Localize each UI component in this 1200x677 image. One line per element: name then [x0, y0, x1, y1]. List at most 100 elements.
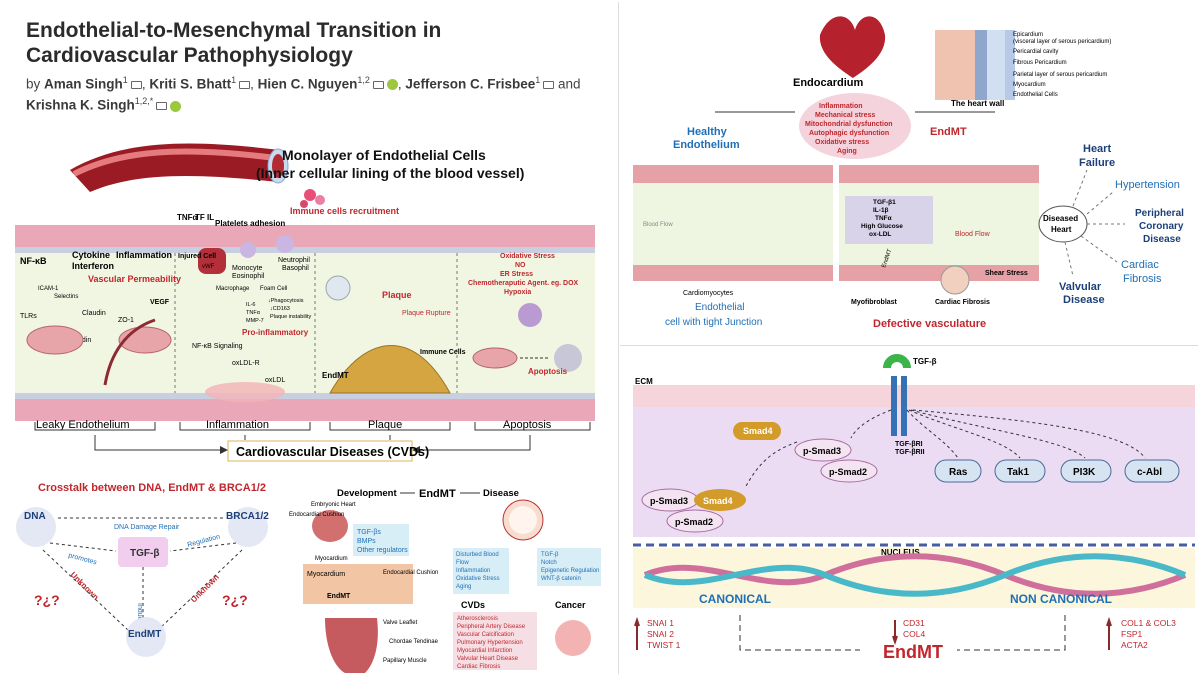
svg-text:EndMT: EndMT	[322, 371, 349, 380]
svg-text:Inflammation: Inflammation	[116, 250, 172, 260]
svg-text:(visceral layer of serous peri: (visceral layer of serous pericardium)	[1013, 39, 1111, 45]
cabl-node	[1124, 459, 1180, 483]
mail-icon[interactable]	[372, 80, 384, 89]
svg-text:Endocardium: Endocardium	[793, 77, 864, 89]
svg-text:IL-1β: IL-1β	[873, 207, 889, 214]
orcid-icon[interactable]	[170, 100, 182, 112]
svg-text:CVDs: CVDs	[461, 600, 485, 610]
paper-title: Endothelial-to-Mesenchymal Transition in…	[26, 19, 442, 68]
svg-text:ACTA2: ACTA2	[1121, 640, 1148, 650]
author-name[interactable]: Aman Singh	[44, 76, 123, 92]
svg-text:BMPs: BMPs	[357, 538, 376, 545]
svg-text:FSP1: FSP1	[1121, 629, 1143, 639]
injured-cell	[198, 248, 226, 274]
psmad2-node	[820, 459, 878, 483]
svg-text:Parietal layer of serous peric: Parietal layer of serous pericardium	[1013, 72, 1107, 78]
svg-text:↓CD163: ↓CD163	[270, 306, 290, 312]
author-name[interactable]: Kriti S. Bhatt	[149, 76, 232, 92]
svg-text:Cytokine: Cytokine	[72, 250, 110, 260]
mail-icon[interactable]	[239, 80, 251, 89]
svg-text:Flow: Flow	[456, 560, 469, 566]
mail-icon[interactable]	[130, 80, 142, 89]
svg-text:EndMT: EndMT	[327, 593, 351, 600]
svg-text:DNA: DNA	[24, 511, 46, 522]
svg-text:Epigenetic Regulation: Epigenetic Regulation	[541, 568, 599, 574]
svg-text:Foam Cell: Foam Cell	[260, 286, 287, 292]
stage-plaque: Plaque	[368, 419, 402, 431]
svg-text:COL4: COL4	[903, 629, 925, 639]
svg-text:?¿?: ?¿?	[222, 592, 248, 608]
svg-text:VEGF: VEGF	[150, 299, 170, 306]
svg-text:Plaque: Plaque	[382, 290, 412, 300]
svg-text:Plaque instability: Plaque instability	[270, 314, 312, 320]
svg-text:Other regulators: Other regulators	[357, 547, 408, 554]
svg-text:CD31: CD31	[903, 618, 925, 628]
svg-text:The heart wall: The heart wall	[951, 99, 1004, 108]
svg-text:Pericardial cavity: Pericardial cavity	[1013, 49, 1058, 55]
svg-text:Platelets adhesion: Platelets adhesion	[215, 219, 285, 228]
orcid-icon[interactable]	[386, 79, 398, 91]
svg-text:BRCA1/2: BRCA1/2	[226, 511, 269, 522]
svg-text:Fibrous Pericardium: Fibrous Pericardium	[1013, 60, 1067, 66]
svg-text:Endocardial Cushion: Endocardial Cushion	[383, 570, 438, 576]
endothelium-stages-figure: Monolayer of Endothelial Cells (Inner ce…	[15, 143, 595, 462]
svg-text:Aging: Aging	[837, 148, 857, 155]
svg-text:Development: Development	[337, 488, 397, 499]
svg-text:Healthy: Healthy	[687, 126, 728, 138]
svg-text:EndMT: EndMT	[128, 629, 161, 640]
svg-text:Diseased: Diseased	[1043, 214, 1078, 223]
receptor	[891, 376, 897, 436]
svg-text:ZO-1: ZO-1	[118, 317, 134, 324]
psmad3-node	[794, 438, 852, 462]
svg-text:ER Stress: ER Stress	[500, 271, 533, 278]
svg-text:Oxidative Stress: Oxidative Stress	[500, 253, 555, 260]
svg-text:Plaque Rupture: Plaque Rupture	[402, 310, 451, 317]
author-list: by Aman Singh1, Kriti S. Bhatt1, Hien C.…	[26, 75, 581, 113]
svg-text:Hypertension: Hypertension	[1115, 179, 1180, 191]
svg-text:ICAM-1: ICAM-1	[38, 286, 59, 292]
svg-text:High Glucose: High Glucose	[861, 223, 903, 230]
plaque-shape	[329, 344, 451, 394]
svg-text:TGF-β: TGF-β	[913, 357, 937, 366]
svg-text:Disease: Disease	[1063, 294, 1105, 306]
mail-icon[interactable]	[543, 80, 555, 89]
svg-text:TWIST 1: TWIST 1	[647, 640, 681, 650]
svg-text:Interferon: Interferon	[72, 261, 114, 271]
svg-text:Oxidative stress: Oxidative stress	[815, 139, 869, 146]
svg-text:Disease: Disease	[1143, 234, 1181, 245]
svg-text:Fibrosis: Fibrosis	[1123, 273, 1162, 285]
svg-text:Defective vasculature: Defective vasculature	[873, 318, 986, 330]
endmt-node	[126, 617, 166, 657]
svg-text:Chemotheraputic Agent. eg. DOX: Chemotheraputic Agent. eg. DOX	[468, 280, 579, 287]
svg-text:IL: IL	[207, 213, 214, 222]
svg-text:TGF-β: TGF-β	[130, 548, 159, 559]
svg-text:Heart: Heart	[1083, 143, 1111, 155]
svg-text:Valvular Heart Disease: Valvular Heart Disease	[457, 656, 519, 662]
svg-text:Atherosclerosis: Atherosclerosis	[457, 616, 498, 622]
svg-text:Valve Leaflet: Valve Leaflet	[383, 620, 418, 626]
svg-text:Shear Stress: Shear Stress	[985, 270, 1028, 277]
author-name[interactable]: Hien C. Nguyen	[257, 76, 358, 92]
svg-text:Tak1: Tak1	[1007, 467, 1029, 478]
smad4-node	[733, 422, 781, 440]
svg-text:TGF-β1: TGF-β1	[873, 199, 896, 206]
panel-divider	[620, 345, 1198, 346]
svg-text:SNAI 2: SNAI 2	[647, 629, 674, 639]
svg-text:Disturbed Blood: Disturbed Blood	[456, 552, 499, 558]
receptor	[901, 376, 907, 436]
endocardium-figure: Epicardium (visceral layer of serous per…	[633, 16, 1184, 330]
endothelial-cell	[118, 326, 172, 354]
svg-text:PI3K: PI3K	[1073, 467, 1096, 478]
svg-text:Inflammation: Inflammation	[456, 568, 490, 574]
author-name[interactable]: Jefferson C. Frisbee	[405, 76, 536, 92]
crosstalk-figure: Crosstalk between DNA, EndMT & BRCA1/2 D…	[16, 482, 269, 657]
endothelial-cell	[26, 325, 84, 355]
svg-text:Pulmonary Hypertension: Pulmonary Hypertension	[457, 640, 523, 646]
svg-text:p-Smad3: p-Smad3	[803, 446, 841, 456]
svg-text:Papillary Muscle: Papillary Muscle	[383, 658, 427, 664]
author-name[interactable]: Krishna K. Singh	[26, 97, 135, 113]
vessel-wall-bottom	[15, 399, 595, 421]
svg-text:vWF: vWF	[202, 264, 215, 270]
mail-icon[interactable]	[156, 102, 168, 111]
svg-text:Aging: Aging	[456, 584, 471, 590]
